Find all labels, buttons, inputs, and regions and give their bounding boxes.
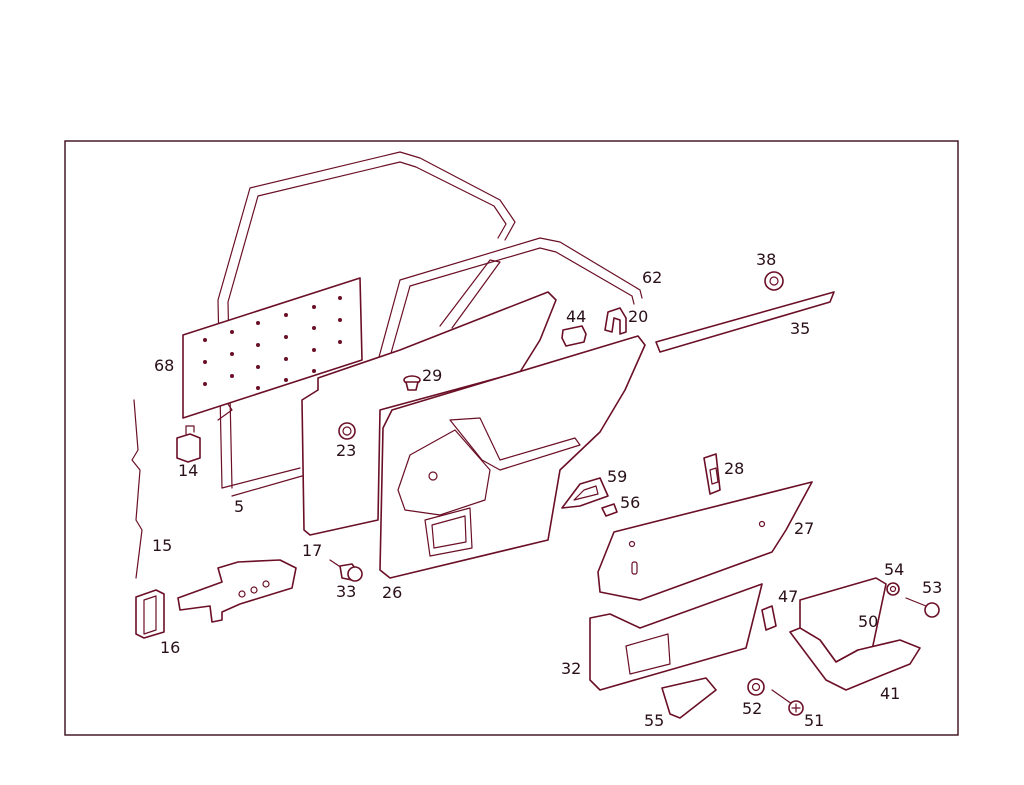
- part-35-molding-strip: [655, 291, 835, 353]
- part-20-bracket: [604, 307, 627, 335]
- callout-41: 41: [880, 684, 900, 703]
- callout-35: 35: [790, 319, 810, 338]
- part-16-pad: [135, 589, 165, 639]
- callout-56: 56: [620, 493, 640, 512]
- callout-28: 28: [724, 459, 744, 478]
- part-23-grommet: [338, 422, 356, 440]
- part-51-screw: [771, 689, 804, 716]
- part-28-latch: [703, 453, 721, 495]
- callout-15: 15: [152, 536, 172, 555]
- callout-26: 26: [382, 583, 402, 602]
- callout-38: 38: [756, 250, 776, 269]
- callout-62: 62: [642, 268, 662, 287]
- part-27-upper-trim: [597, 481, 813, 601]
- callout-59: 59: [607, 467, 627, 486]
- part-56-clip: [601, 503, 618, 517]
- panel-holes: [203, 296, 342, 390]
- callout-51: 51: [804, 711, 824, 730]
- part-52-washer: [747, 678, 765, 696]
- callout-16: 16: [160, 638, 180, 657]
- part-38-nut: [764, 271, 784, 291]
- callout-68: 68: [154, 356, 174, 375]
- callout-14: 14: [178, 461, 198, 480]
- callout-5: 5: [234, 497, 244, 516]
- part-62-window-channel: [369, 237, 643, 393]
- part-29-plug: [403, 375, 421, 391]
- part-26-door-trim-panel: [379, 335, 646, 579]
- callout-23: 23: [336, 441, 356, 460]
- callout-52: 52: [742, 699, 762, 718]
- callout-55: 55: [644, 711, 664, 730]
- part-53-screw: [905, 597, 940, 618]
- part-33-push-clip: [329, 559, 363, 582]
- part-41-armrest: [789, 577, 921, 691]
- callout-53: 53: [922, 578, 942, 597]
- part-44-clip: [561, 325, 587, 347]
- part-54-washer: [886, 582, 900, 596]
- callout-47: 47: [778, 587, 798, 606]
- diagram-frame: [64, 140, 959, 736]
- part-47-clip: [761, 605, 777, 631]
- callout-33: 33: [336, 582, 356, 601]
- callout-17: 17: [302, 541, 322, 560]
- callout-29: 29: [422, 366, 442, 385]
- part-32-lower-trim: [589, 583, 763, 691]
- part-17-water-shield: [301, 291, 557, 536]
- callout-32: 32: [561, 659, 581, 678]
- part-59-handle-bezel: [561, 477, 609, 509]
- part-door-lock-assembly: [177, 559, 297, 623]
- part-55-pocket: [661, 677, 717, 719]
- callout-27: 27: [794, 519, 814, 538]
- callout-50: 50: [858, 612, 878, 631]
- part-15-door-rod: [131, 399, 143, 579]
- part-68-insulation-panel: [182, 277, 363, 419]
- callout-44: 44: [566, 307, 586, 326]
- callout-54: 54: [884, 560, 904, 579]
- part-14-clip: [176, 425, 201, 463]
- callout-20: 20: [628, 307, 648, 326]
